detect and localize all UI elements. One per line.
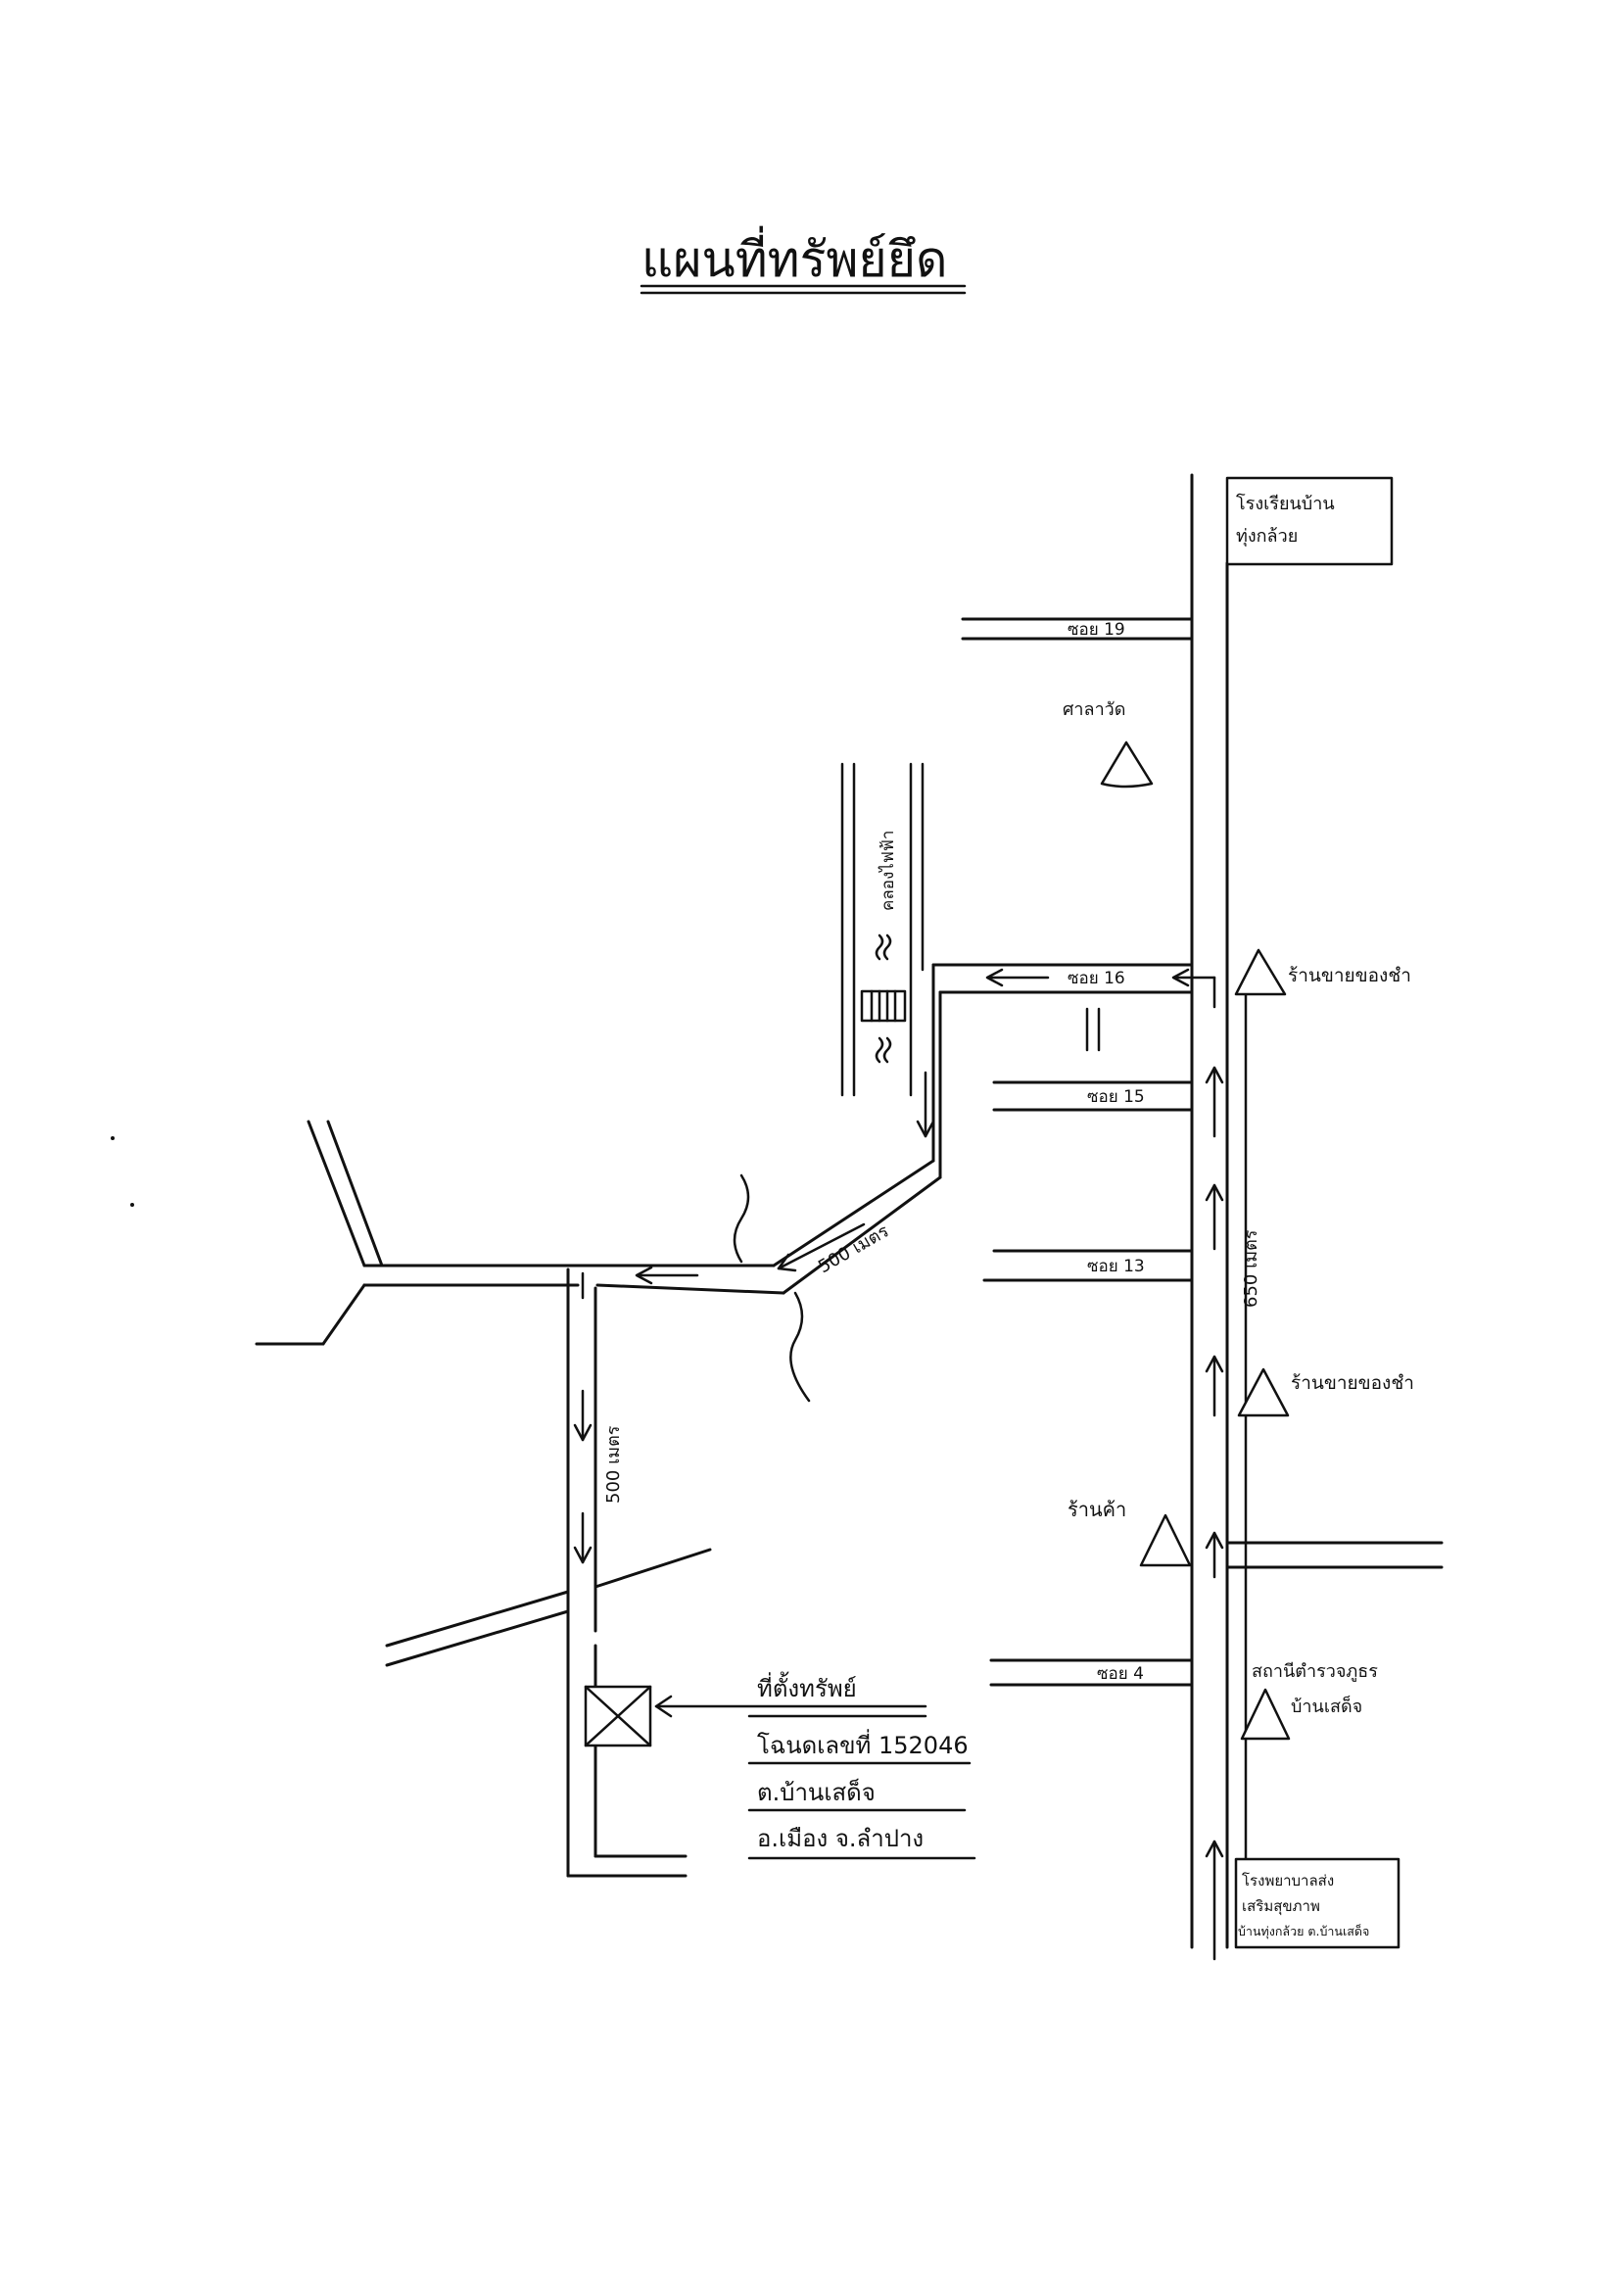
main-road <box>1190 473 1229 1949</box>
school-landmark: โรงเรียนบ้าน ทุ่งกล้วย <box>1225 476 1394 566</box>
soi-16-label: ซอย 16 <box>1068 969 1125 988</box>
east-road <box>1225 1541 1444 1569</box>
property-line-2: โฉนดเลขที่ 152046 <box>757 1729 969 1759</box>
school-label-2: ทุ่งกล้วย <box>1236 526 1298 547</box>
school-label-1: โรงเรียนบ้าน <box>1236 493 1335 514</box>
police-landmark: สถานีตำรวจภูธร บ้านเสด็จ <box>1240 1661 1378 1741</box>
property-line-4: อ.เมือง จ.ลำปาง <box>757 1825 924 1852</box>
south-road: 500 เมตร <box>566 1268 688 1878</box>
soi-4-road: ซอย 4 <box>989 1658 1194 1687</box>
soi-13-road: ซอย 13 <box>982 1249 1194 1282</box>
temple-landmark: ศาลาวัด <box>1063 699 1154 789</box>
grocery-landmark-2: ร้านขายของชำ <box>1237 1367 1414 1417</box>
property-info: ที่ตั้งทรัพย์ โฉนดเลขที่ 152046 ต.บ้านเส… <box>747 1671 976 1860</box>
south-distance-label: 500 เมตร <box>603 1425 624 1504</box>
grocery-1-triangle-icon <box>1234 948 1287 996</box>
shop-label: ร้านค้า <box>1068 1498 1126 1521</box>
shop-landmark: ร้านค้า <box>1068 1498 1192 1567</box>
hospital-label-2: เสริมสุขภาพ <box>1242 1897 1320 1916</box>
grocery-2-label: ร้านขายของชำ <box>1291 1372 1414 1394</box>
soi-15-label: ซอย 15 <box>1087 1087 1145 1107</box>
stray-dot <box>130 1203 134 1207</box>
property-line-3: ต.บ้านเสด็จ <box>757 1778 876 1806</box>
soi-19-road: ซอย 19 <box>961 617 1194 641</box>
hospital-label-1: โรงพยาบาลส่ง <box>1242 1872 1334 1889</box>
soi-13-label: ซอย 13 <box>1087 1257 1145 1276</box>
soi-19-label: ซอย 19 <box>1068 620 1125 640</box>
canal: คลองไฟฟ้า <box>840 762 925 1097</box>
west-road <box>255 1120 785 1346</box>
temple-triangle-icon <box>1100 741 1154 789</box>
soi-15-road: ซอย 15 <box>992 1080 1194 1112</box>
property-line-1: ที่ตั้งทรัพย์ <box>757 1671 857 1702</box>
property-pointer <box>654 1695 927 1718</box>
cross-road <box>385 1548 712 1667</box>
canal-label: คลองไฟฟ้า <box>878 831 898 911</box>
grocery-1-label: ร้านขายของชำ <box>1288 965 1411 986</box>
hospital-landmark: โรงพยาบาลส่ง เสริมสุขภาพ บ้านทุ่งกล้วย ต… <box>1234 1857 1400 1949</box>
grocery-2-triangle-icon <box>1237 1367 1290 1417</box>
police-label-2: บ้านเสด็จ <box>1291 1695 1362 1717</box>
property-marker <box>584 1685 652 1747</box>
police-label-1: สถานีตำรวจภูธร <box>1252 1661 1378 1682</box>
soi-16-road: ซอย 16 <box>931 963 1194 1179</box>
map-title: แผนที่ทรัพย์ยึด <box>641 226 948 288</box>
route-arrows <box>573 968 1248 1961</box>
diagonal-road: 500 เมตร <box>733 1159 942 1403</box>
main-distance-label: 650 เมตร <box>1241 1229 1261 1308</box>
grocery-landmark-1: ร้านขายของชำ <box>1234 948 1411 996</box>
temple-label: ศาลาวัด <box>1063 699 1125 720</box>
soi-4-label: ซอย 4 <box>1097 1664 1144 1684</box>
shop-triangle-icon <box>1139 1513 1192 1567</box>
hospital-label-3: บ้านทุ่งกล้วย ต.บ้านเสด็จ <box>1238 1924 1369 1939</box>
police-triangle-icon <box>1240 1688 1291 1741</box>
stray-dot <box>111 1136 115 1140</box>
